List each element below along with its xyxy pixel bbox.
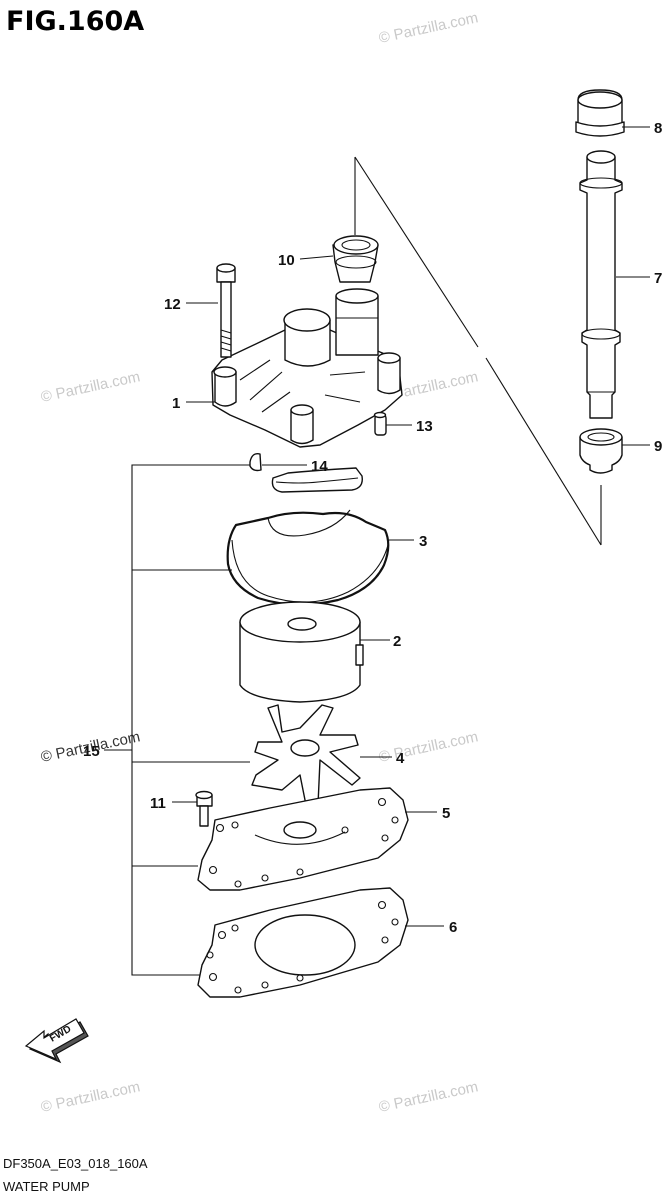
leader-lines bbox=[172, 126, 650, 927]
part-5-plate bbox=[197, 787, 409, 891]
callout-10: 10 bbox=[278, 252, 295, 269]
callout-8: 8 bbox=[654, 120, 662, 137]
callout-14: 14 bbox=[311, 458, 328, 475]
part-2-liner bbox=[239, 601, 364, 703]
callout-6: 6 bbox=[449, 919, 457, 936]
callout-5: 5 bbox=[442, 805, 450, 822]
callout-2: 2 bbox=[393, 633, 401, 650]
figure-title: FIG.160A bbox=[6, 6, 144, 37]
diagram-name: WATER PUMP bbox=[3, 1179, 90, 1194]
callout-12: 12 bbox=[164, 296, 181, 313]
callout-1: 1 bbox=[172, 395, 180, 412]
group-lines bbox=[354, 156, 602, 546]
part-8-cap bbox=[575, 89, 625, 137]
callout-15: 15 bbox=[83, 743, 100, 760]
part-3-gasket bbox=[226, 467, 390, 606]
watermark: © Partzilla.com bbox=[39, 1078, 141, 1116]
callout-13: 13 bbox=[416, 418, 433, 435]
callout-3: 3 bbox=[419, 533, 427, 550]
fwd-arrow: FWD bbox=[24, 1018, 89, 1064]
watermark: © Partzilla.com bbox=[39, 368, 141, 406]
part-11-bolt bbox=[195, 790, 213, 827]
watermark: © Partzilla.com bbox=[377, 728, 479, 766]
callouts: 1 2 3 4 5 6 7 8 9 10 11 12 13 14 15 bbox=[83, 120, 662, 936]
callout-9: 9 bbox=[654, 438, 662, 455]
part-12-bolt bbox=[216, 263, 236, 358]
callout-4: 4 bbox=[396, 750, 405, 767]
part-7-tube bbox=[579, 150, 623, 419]
part-14-key bbox=[249, 452, 262, 472]
callout-7: 7 bbox=[654, 270, 662, 287]
part-9-grommet bbox=[579, 428, 623, 474]
part-13-pin bbox=[373, 411, 387, 436]
part-10-seal bbox=[332, 235, 379, 283]
part-6-gasket bbox=[197, 887, 409, 998]
part-1-pump-case bbox=[211, 288, 403, 448]
bracket-15 bbox=[104, 464, 250, 976]
part-4-impeller bbox=[251, 704, 361, 806]
diagram-code: DF350A_E03_018_160A bbox=[3, 1156, 148, 1171]
callout-11: 11 bbox=[150, 795, 166, 812]
watermark: © Partzilla.com bbox=[377, 1078, 479, 1116]
watermark: © Partzilla.com bbox=[377, 9, 479, 47]
